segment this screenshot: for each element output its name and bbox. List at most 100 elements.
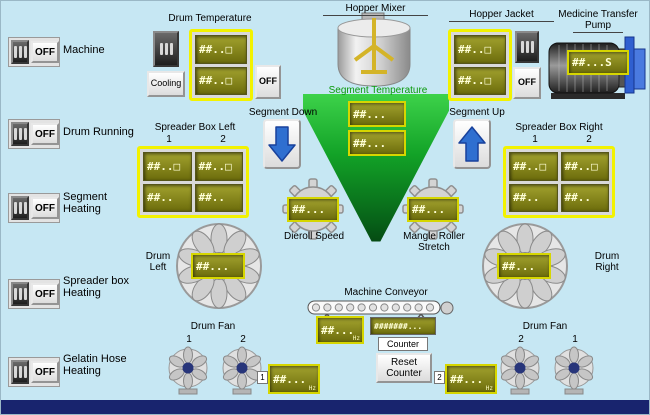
drum-fan-left-display: ##... Hz	[268, 364, 320, 394]
toggle-grip-bar	[169, 43, 173, 55]
cooling-button[interactable]: Cooling	[147, 71, 185, 97]
drum-fan-left-display-value: ##...	[273, 372, 307, 386]
hopper-mixer-title: Hopper Mixer	[323, 3, 428, 17]
spreader-box-heating-toggle-switch[interactable]	[11, 282, 29, 306]
machine-off-button[interactable]: OFF	[31, 41, 59, 63]
segment-temperature-display-2: ##...	[348, 130, 406, 156]
spreader-box-heating-off-button[interactable]: OFF	[31, 283, 59, 305]
drum-running-switch-panel: OFF	[8, 119, 60, 149]
conveyor-speed-display: ##... Hz	[316, 316, 364, 344]
machine-label: Machine	[63, 44, 105, 56]
medicine-transfer-title: Medicine Transfer	[558, 9, 638, 20]
segment-up-label: Segment Up	[449, 107, 505, 118]
toggle-grip-bar	[23, 128, 27, 140]
toggle-grip-bar	[13, 46, 17, 58]
machine-switch-panel: OFF	[8, 37, 60, 67]
drum-running-label: Drum Running	[63, 126, 134, 138]
spreader-box-left-display-3: ##..	[143, 183, 192, 212]
drum-temperature-display-group: ##..□ ##..□	[189, 29, 253, 101]
spreader-box-right-title: Spreader Box Right	[515, 122, 603, 133]
drum-left-display: ##...	[191, 253, 245, 279]
toggle-grip-bar	[18, 46, 22, 58]
segment-down-label: Segment Down	[248, 107, 318, 118]
drum-fan-left-fan2-label: 2	[240, 334, 246, 345]
toggle-grip-bar	[520, 41, 524, 53]
spreader-box-heating-label: Spreader box Heating	[63, 275, 130, 300]
hopper-jacket-off-button[interactable]: OFF	[513, 67, 541, 99]
spreader-box-left-title: Spreader Box Left	[154, 122, 236, 133]
toggle-grip-bar	[23, 288, 27, 300]
drum-fan-right-fan2-label: 2	[518, 334, 524, 345]
drum-right-label: Drum Right	[594, 251, 620, 274]
segment-heating-switch-panel: OFF	[8, 193, 60, 223]
spreader-box-right-display-group: ##..□ ##..□ ##.. ##..	[503, 146, 615, 218]
drum-fan-left-fan1-icon	[165, 346, 211, 396]
drum-temperature-display-2: ##..□	[195, 66, 247, 95]
gelatin-hose-heating-label: Gelatin Hose Heating	[63, 353, 127, 378]
segment-heating-off-button[interactable]: OFF	[31, 197, 59, 219]
medicine-pump-display: ##...S	[567, 50, 629, 75]
drum-temperature-title: Drum Temperature	[168, 13, 252, 24]
mangle-roller-label: Mangle Roller Stretch	[403, 231, 465, 254]
drum-fan-right-fan1-label: 1	[572, 334, 578, 345]
toggle-grip-bar	[164, 43, 168, 55]
spreader-box-right-display-3: ##..	[509, 183, 558, 212]
drum-temperature-display-1: ##..□	[195, 35, 247, 64]
drum-fan-left-title: Drum Fan	[190, 321, 236, 332]
gelatin-hose-heating-toggle-switch[interactable]	[11, 360, 29, 384]
down-arrow-icon	[268, 126, 296, 162]
drum-temperature-toggle-switch[interactable]	[153, 31, 179, 67]
spreader-box-left-col2-label: 2	[220, 134, 226, 145]
toggle-grip-bar	[18, 202, 22, 214]
hopper-jacket-title: Hopper Jacket	[449, 9, 554, 23]
hopper-mixer-tank-icon	[331, 12, 417, 104]
toggle-grip-bar	[18, 128, 22, 140]
drum-left-label: Drum Left	[145, 251, 171, 274]
conveyor-speed-value: ##...	[321, 323, 355, 337]
drum-fan-right-fan2-icon	[497, 346, 543, 396]
hopper-jacket-toggle-switch[interactable]	[515, 31, 539, 63]
toggle-grip-bar	[23, 366, 27, 378]
drum-temperature-off-button[interactable]: OFF	[255, 65, 281, 99]
toggle-grip-bar	[23, 46, 27, 58]
reset-counter-button[interactable]: Reset Counter	[376, 353, 432, 383]
drum-running-toggle-switch[interactable]	[11, 122, 29, 146]
segment-up-button[interactable]	[453, 119, 491, 169]
toggle-grip-bar	[23, 202, 27, 214]
up-arrow-icon	[458, 126, 486, 162]
segment-down-button[interactable]	[263, 119, 301, 169]
toggle-grip-bar	[159, 43, 163, 55]
spreader-box-left-col1-label: 1	[166, 134, 172, 145]
dieroll-speed-display: ##...	[287, 197, 339, 222]
gelatin-hose-heating-switch-panel: OFF	[8, 357, 60, 387]
drum-fan-left-fan1-label: 1	[186, 334, 192, 345]
drum-running-off-button[interactable]: OFF	[31, 123, 59, 145]
drum-fan-right-display: ##... Hz	[445, 364, 497, 394]
gelatin-hose-heating-off-button[interactable]: OFF	[31, 361, 59, 383]
conveyor-speed-unit: Hz	[352, 335, 360, 342]
toggle-grip-bar	[13, 128, 17, 140]
segment-heating-toggle-switch[interactable]	[11, 196, 29, 220]
machine-conveyor-title: Machine Conveyor	[344, 287, 428, 298]
drum-fan-left-fan2-icon	[219, 346, 265, 396]
segment-heating-label: Segment Heating	[63, 191, 108, 216]
pump-subtitle: Pump	[573, 20, 623, 34]
drum-fan-right-display-value: ##...	[450, 372, 484, 386]
spreader-box-left-display-group: ##..□ ##..□ ##.. ##..	[137, 146, 249, 218]
drum-fan-right-title: Drum Fan	[522, 321, 568, 332]
hopper-jacket-display-1: ##..□	[454, 35, 506, 64]
toggle-grip-bar	[18, 288, 22, 300]
toggle-grip-bar	[525, 41, 529, 53]
dieroll-speed-label: Dieroll Speed	[283, 231, 345, 242]
drum-fan-right-display-unit: Hz	[485, 385, 493, 392]
spreader-box-left-display-1: ##..□	[143, 152, 192, 181]
toggle-grip-bar	[13, 202, 17, 214]
segment-temperature-title: Segment Temperature	[328, 85, 428, 96]
toggle-grip-bar	[18, 366, 22, 378]
counter-label: Counter	[378, 337, 428, 351]
spreader-box-right-col2-label: 2	[586, 134, 592, 145]
counter-display: #######...	[370, 317, 436, 335]
machine-toggle-switch[interactable]	[11, 40, 29, 64]
spreader-box-heating-switch-panel: OFF	[8, 279, 60, 309]
